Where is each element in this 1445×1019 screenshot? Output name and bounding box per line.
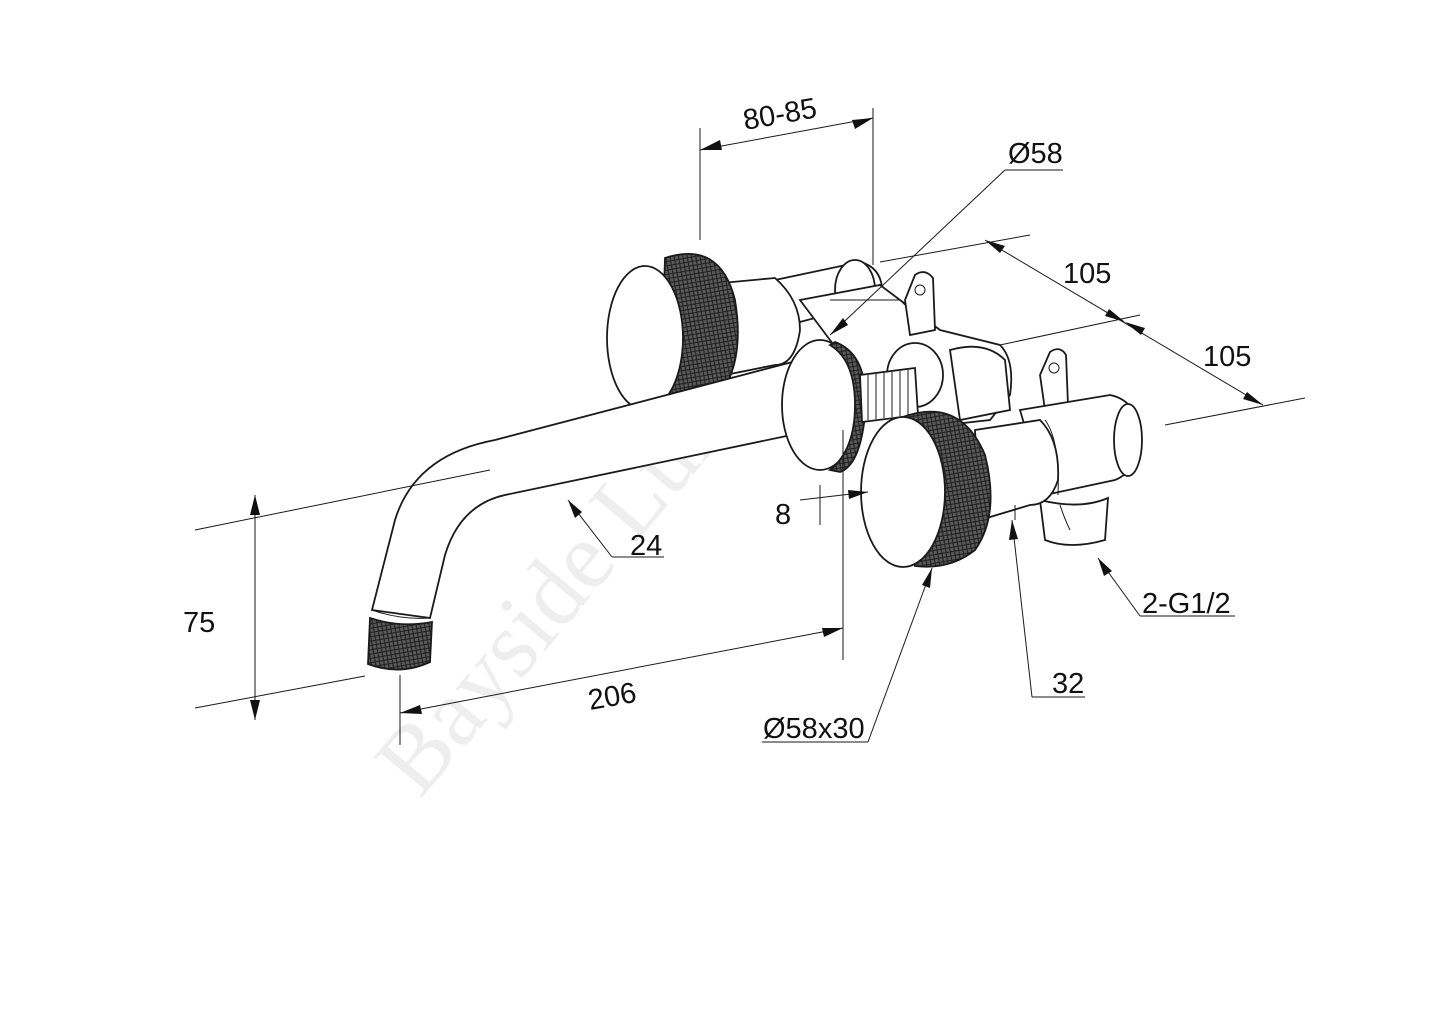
dim-105-lower: 105 <box>1203 341 1251 373</box>
dim-105-upper: 105 <box>1063 258 1111 290</box>
dim-diameter-58: Ø58 <box>1008 138 1063 170</box>
dim-2-g1-2: 2-G1/2 <box>1142 588 1231 620</box>
dim-32: 32 <box>1052 668 1084 700</box>
dimension-labels: 80-85 Ø58 105 105 24 8 75 206 Ø58x30 32 … <box>183 92 1251 745</box>
dim-206: 206 <box>586 677 639 717</box>
dim-8: 8 <box>775 499 791 531</box>
back-handle <box>606 253 801 411</box>
dimension-lines <box>194 108 1306 745</box>
front-handle <box>860 410 1060 568</box>
dim-75: 75 <box>183 607 215 639</box>
dim-handle-58x30: Ø58x30 <box>763 713 865 745</box>
dim-24: 24 <box>630 530 662 562</box>
spout <box>367 339 919 671</box>
